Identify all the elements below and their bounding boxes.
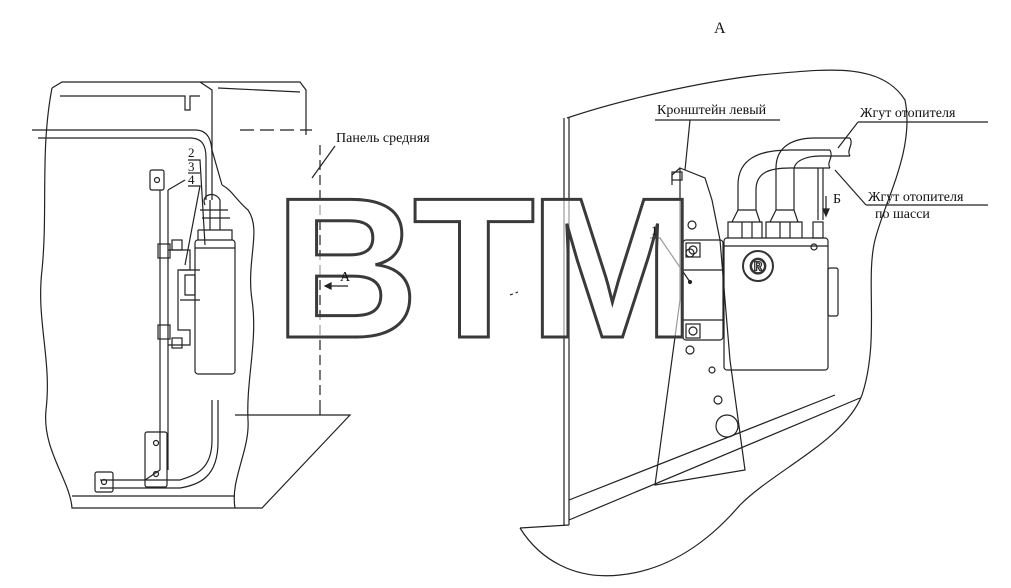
heater-unit-left bbox=[194, 239, 236, 375]
left-rail bbox=[144, 179, 186, 481]
view-title: А bbox=[714, 20, 726, 37]
harness-tube-2 bbox=[775, 137, 850, 210]
svg-text:®: ® bbox=[750, 254, 766, 279]
left-roof bbox=[51, 81, 307, 135]
right-wall bbox=[519, 118, 570, 529]
right-assembly-view bbox=[519, 69, 988, 577]
label-harness-chassis-line1: Жгут отопителя bbox=[868, 190, 964, 205]
label-panel-middle: Панель средняя bbox=[336, 131, 430, 146]
leader-harness-chassis bbox=[834, 169, 988, 206]
callout-2: 2 bbox=[188, 145, 195, 160]
left-assembly-view bbox=[32, 81, 519, 509]
label-view-b: Б bbox=[833, 192, 842, 207]
leader-harness-heater bbox=[837, 121, 988, 149]
left-floor bbox=[235, 400, 352, 509]
leader-2 bbox=[188, 159, 206, 246]
registered-mark-icon: ® bbox=[742, 250, 774, 282]
leader-4 bbox=[184, 185, 201, 266]
left-break-line bbox=[40, 87, 255, 509]
leader-panel bbox=[311, 145, 336, 179]
bracket-left bbox=[654, 167, 746, 486]
harness-tube-1 bbox=[737, 149, 830, 210]
leader-1 bbox=[650, 237, 691, 283]
leader-bracket bbox=[655, 119, 780, 171]
label-view-arrow-a: А bbox=[340, 270, 351, 285]
label-harness-heater: Жгут отопителя bbox=[860, 106, 956, 121]
label-bracket-left: Кронштейн левый bbox=[657, 103, 767, 118]
callout-3: 3 bbox=[188, 159, 195, 174]
callout-1: 1 bbox=[651, 223, 658, 238]
label-harness-chassis-line2: по шасси bbox=[875, 207, 930, 222]
right-break-outline bbox=[519, 69, 908, 577]
left-panel-edge bbox=[199, 81, 301, 186]
left-inner-frame bbox=[32, 129, 213, 200]
callout-4: 4 bbox=[188, 172, 195, 187]
